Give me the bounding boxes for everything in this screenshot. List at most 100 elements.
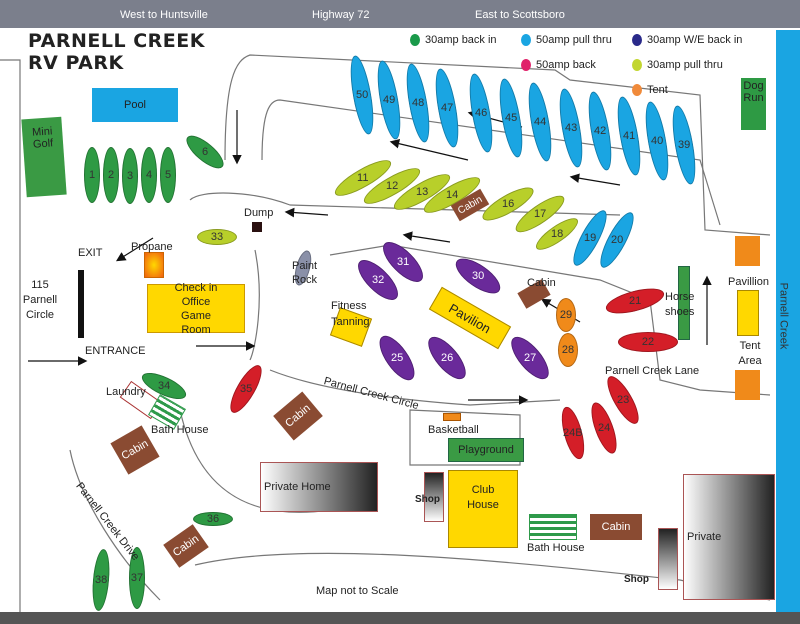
site-number: 2 [107, 169, 115, 181]
rv-site-2[interactable]: 2 [103, 147, 119, 203]
private-building: Private [683, 474, 775, 600]
site-number: 14 [445, 189, 459, 201]
shop-label: Shop [624, 574, 649, 585]
legend-dot-icon [521, 34, 531, 46]
pool: Pool [92, 88, 178, 122]
site-number: 25 [390, 352, 404, 364]
rv-site-33[interactable]: 33 [197, 229, 237, 245]
fitness-label: Fitness Tanning [331, 300, 370, 328]
site-number: 50 [355, 89, 369, 101]
cabin: Cabin [590, 514, 642, 540]
rv-site-22[interactable]: 22 [618, 332, 678, 352]
site-number: 3 [126, 170, 134, 182]
horseshoes-pit [678, 266, 690, 340]
site-number: 32 [371, 274, 385, 286]
shop-building [424, 472, 444, 522]
rv-site-28[interactable]: 28 [558, 333, 578, 367]
site-number: 43 [564, 122, 578, 134]
legend-label: 30amp pull thru [647, 59, 723, 71]
orange-structure [735, 370, 760, 400]
site-number: 45 [504, 112, 518, 124]
site-number: 5 [164, 169, 172, 181]
legend-dot-icon [632, 84, 642, 96]
pavillion-structure [735, 236, 760, 266]
shop-label: Shop [415, 494, 440, 505]
site-number: 18 [550, 228, 564, 240]
site-number: 20 [610, 234, 624, 246]
legend-item: 50amp pull thru [521, 34, 612, 46]
legend-label: Tent [647, 84, 668, 96]
west-label: West to Huntsville [120, 9, 208, 21]
site-number: 40 [650, 135, 664, 147]
parnell-creek-lane-label: Parnell Creek Lane [605, 365, 700, 377]
site-number: 47 [440, 102, 454, 114]
site-number: 38 [94, 574, 108, 586]
laundry-label: Laundry [106, 386, 146, 398]
site-number: 49 [382, 94, 396, 106]
site-number: 26 [440, 352, 454, 364]
legend-label: 30amp back in [425, 34, 497, 46]
legend-label: 50amp pull thru [536, 34, 612, 46]
site-number: 22 [641, 336, 655, 348]
club-house: Club House [448, 470, 518, 548]
basketball-court [443, 413, 461, 421]
bath-house-label: Bath House [151, 424, 209, 436]
site-number: 34 [157, 380, 171, 392]
legend-label: 30amp W/E back in [647, 34, 743, 46]
legend-item: 30amp back in [410, 34, 497, 46]
site-number: 41 [622, 130, 636, 142]
legend-item: 30amp pull thru [632, 59, 723, 71]
site-number: 27 [523, 352, 537, 364]
mini-golf: Mini Golf [21, 116, 67, 198]
rv-site-29[interactable]: 29 [556, 298, 576, 332]
legend-dot-icon [521, 59, 531, 71]
east-label: East to Scottsboro [475, 9, 565, 21]
legend-item: 30amp W/E back in [632, 34, 742, 46]
check-in-office: Check in Office Game Room [147, 282, 245, 336]
site-number: 16 [501, 198, 515, 210]
highway-bar: West to Huntsville Highway 72 East to Sc… [0, 0, 800, 28]
site-number: 37 [130, 572, 144, 584]
site-number: 35 [239, 383, 253, 395]
rv-site-37[interactable]: 37 [129, 547, 145, 609]
exit-label: EXIT [78, 247, 103, 259]
horseshoes-label: Horse shoes [665, 291, 695, 318]
rv-site-4[interactable]: 4 [141, 147, 157, 203]
site-number: 23 [616, 394, 630, 406]
tent-area-label: Tent Area [738, 340, 762, 367]
highway-label: Highway 72 [312, 9, 370, 21]
dump-label: Dump [244, 207, 274, 219]
dog-run: Dog Run [741, 78, 766, 130]
site-number: 36 [206, 513, 220, 525]
rv-site-5[interactable]: 5 [160, 147, 176, 203]
bath-house [529, 514, 577, 540]
site-number: 11 [357, 172, 369, 185]
entrance-label: ENTRANCE [85, 345, 146, 357]
pavillion-label: Pavillion [728, 276, 769, 288]
legend-dot-icon [632, 34, 642, 46]
rv-site-1[interactable]: 1 [84, 147, 100, 203]
site-number: 33 [210, 231, 224, 243]
rv-site-3[interactable]: 3 [122, 148, 138, 204]
site-number: 46 [474, 107, 488, 119]
site-number: 28 [561, 344, 575, 356]
dump-station [252, 222, 262, 232]
parnell-creek: Parnell Creek [776, 30, 800, 612]
site-number: 4 [145, 169, 153, 181]
tent-area [737, 290, 759, 336]
scale-note: Map not to Scale [316, 585, 399, 597]
site-number: 12 [385, 180, 399, 192]
legend-dot-icon [410, 34, 420, 46]
site-number: 24B [563, 426, 583, 439]
propane-label: Propane [131, 241, 173, 253]
site-number: 6 [201, 146, 209, 158]
rv-site-36[interactable]: 36 [193, 512, 233, 526]
basketball-label: Basketball [428, 424, 479, 436]
site-number: 39 [677, 139, 691, 151]
site-number: 21 [628, 295, 642, 307]
paint-rock-label: Paint Rock [292, 260, 318, 286]
bottom-edge [0, 612, 800, 624]
legend-item: Tent [632, 84, 668, 96]
